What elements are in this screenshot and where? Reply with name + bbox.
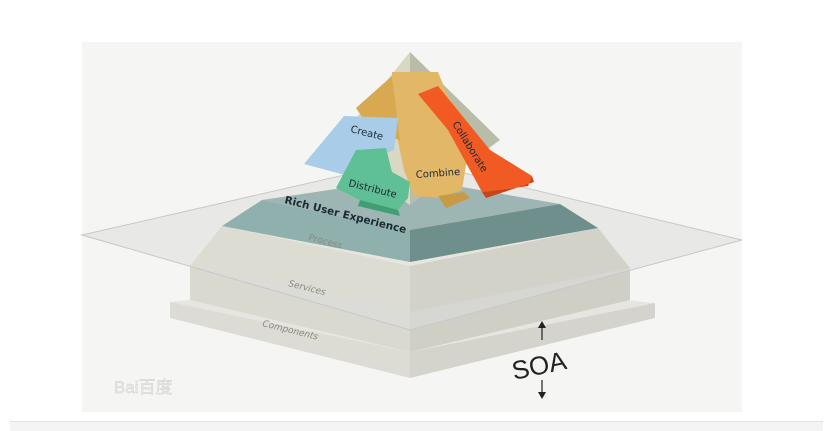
down-arrow-head-icon: [538, 392, 546, 399]
distribute-block: [336, 148, 410, 216]
create-block: [304, 116, 398, 178]
bottom-bar: [10, 421, 823, 431]
up-arrow-head-icon: [538, 321, 546, 328]
collaborate-block: [418, 86, 534, 198]
baidu-watermark: Bai百度: [114, 378, 173, 397]
combine-label: Combine: [415, 167, 460, 181]
